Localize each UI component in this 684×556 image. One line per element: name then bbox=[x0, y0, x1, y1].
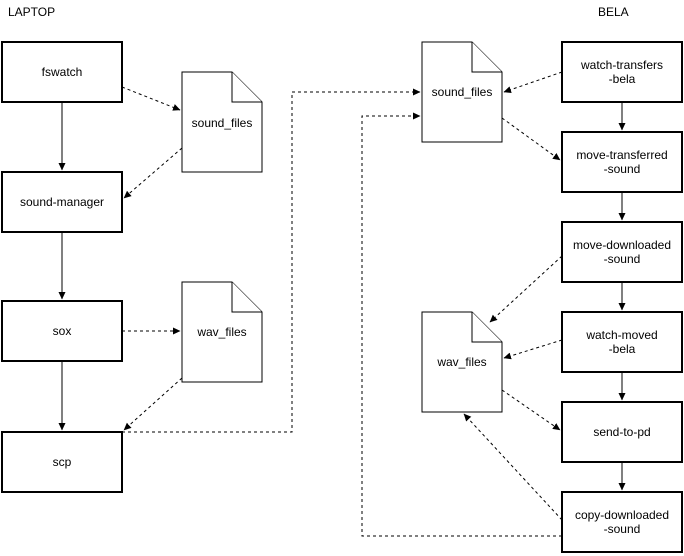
laptop-sound-files-label: sound_files bbox=[192, 116, 253, 130]
fswatch-node: fswatch bbox=[1, 41, 123, 103]
move-transferred-sound-node: move-transferred -sound bbox=[561, 131, 683, 193]
watch-moved-bela-label-line1: watch-moved bbox=[585, 328, 657, 342]
copy-downloaded-sound-label-line1: copy-downloaded bbox=[575, 508, 669, 522]
send-to-pd-node: send-to-pd bbox=[561, 401, 683, 463]
arrow-sound-files-to-move-transferred bbox=[501, 117, 561, 161]
laptop-sound-files-document: sound_files bbox=[181, 71, 263, 173]
arrow-copy-downloaded-to-sound-files bbox=[361, 112, 562, 537]
watch-moved-bela-node: watch-moved -bela bbox=[561, 311, 683, 373]
arrow-watch-moved-to-wav-files bbox=[503, 339, 563, 360]
scp-node: scp bbox=[1, 431, 123, 493]
bela-wav-files-label: wav_files bbox=[436, 355, 486, 369]
watch-transfers-bela-node: watch-transfers -bela bbox=[561, 41, 683, 103]
fswatch-label: fswatch bbox=[42, 65, 83, 79]
move-transferred-sound-label-line2: -sound bbox=[604, 162, 641, 176]
laptop-wav-files-document: wav_files bbox=[181, 281, 263, 383]
arrow-fswatch-to-sound-files bbox=[121, 86, 181, 111]
send-to-pd-label: send-to-pd bbox=[593, 425, 650, 439]
arrow-sound-files-to-sound-manager bbox=[123, 147, 183, 199]
watch-moved-bela-label-line2: -bela bbox=[609, 342, 636, 356]
bela-sound-files-document: sound_files bbox=[421, 41, 503, 143]
sound-manager-label: sound-manager bbox=[20, 195, 104, 209]
arrow-copy-downloaded-to-wav-files bbox=[463, 413, 563, 521]
arrow-move-downloaded-to-wav-files bbox=[489, 255, 563, 323]
sox-label: sox bbox=[53, 324, 72, 338]
watch-transfers-bela-label-line2: -bela bbox=[609, 72, 636, 86]
watch-transfers-bela-label-line1: watch-transfers bbox=[580, 58, 663, 72]
sound-manager-node: sound-manager bbox=[1, 171, 123, 233]
laptop-wav-files-label: wav_files bbox=[196, 325, 246, 339]
arrow-wav-files-to-send-to-pd bbox=[501, 389, 561, 431]
sox-node: sox bbox=[1, 300, 123, 362]
move-transferred-sound-label-line1: move-transferred bbox=[576, 148, 667, 162]
move-downloaded-sound-label-line1: move-downloaded bbox=[573, 238, 671, 252]
copy-downloaded-sound-node: copy-downloaded -sound bbox=[561, 491, 683, 553]
scp-label: scp bbox=[53, 455, 72, 469]
bela-header: BELA bbox=[598, 5, 629, 19]
arrow-scp-to-bela-sound-files bbox=[122, 88, 421, 433]
move-downloaded-sound-label-line2: -sound bbox=[604, 252, 641, 266]
arrow-wav-files-to-scp bbox=[123, 377, 183, 431]
move-downloaded-sound-node: move-downloaded -sound bbox=[561, 221, 683, 283]
arrow-watch-transfers-to-sound-files bbox=[503, 71, 563, 94]
copy-downloaded-sound-label-line2: -sound bbox=[604, 522, 641, 536]
bela-wav-files-document: wav_files bbox=[421, 311, 503, 413]
laptop-header: LAPTOP bbox=[8, 5, 55, 19]
bela-sound-files-label: sound_files bbox=[432, 85, 493, 99]
